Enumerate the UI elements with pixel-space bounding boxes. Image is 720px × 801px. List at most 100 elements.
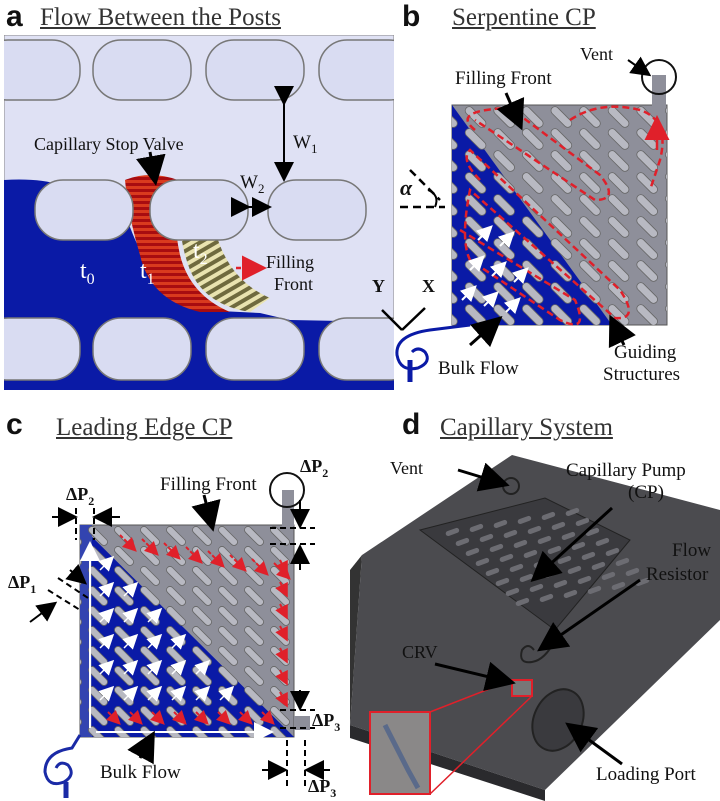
pump-post [479,533,494,542]
pump-post [541,511,556,520]
flow-arrow [497,231,515,249]
guiding-post [452,128,458,150]
guiding-post [218,666,238,686]
guiding-post [665,260,667,282]
filling-arrow [171,709,187,725]
guiding-post [452,282,458,304]
pump-post [485,567,500,576]
flow-arrow [122,607,139,624]
pump-post [517,515,532,524]
pump-post [489,543,504,552]
crv-label: CRV [402,642,438,662]
panel-title-b: Serpentine CP [452,4,596,31]
pump-post [445,527,460,536]
guiding-post [166,586,186,606]
axis-x-line [401,307,426,331]
flow-arrow [459,285,477,303]
guiding-post [452,238,458,260]
axis-y-label: Y [372,276,385,296]
stop-valve-arrow [136,151,166,186]
pump-post [493,519,508,528]
pump-post [465,547,480,556]
filling-arrow [237,709,253,725]
panel-title-d: Capillary System [440,414,613,441]
guiding-post [665,282,667,304]
pump-posts-d [445,507,650,606]
panel-title-c: Leading Edge CP [56,414,233,441]
guiding-post [579,150,601,172]
dp2-label-right: ΔP2 [300,456,328,480]
w2-label: W2 [240,172,264,196]
vent-circle-b [641,59,677,95]
filling-arrow [259,709,275,725]
filling-arrow [105,709,121,725]
pump-post [601,571,616,580]
filling-front-arrows-c [105,534,291,725]
vent-label-d: Vent [390,458,423,478]
guiding-post [522,194,544,216]
pump-post [503,529,518,538]
loading-port-label: Loading Port [596,764,696,785]
guiding-post [636,194,658,216]
guiding-arrow-b [608,314,636,349]
flow-arrow [146,659,163,676]
flow-arrow [98,555,115,572]
pump-post [475,557,490,566]
guiding-post [244,586,264,606]
t2-label: t2 [193,238,208,268]
guiding-post [665,150,667,172]
guiding-post [192,606,212,626]
filling-arrow [275,647,288,664]
guiding-post [607,238,630,260]
flow-arrow [98,659,115,676]
guiding-post [607,150,630,172]
guiding-post [452,304,458,325]
pump-post [567,565,582,574]
guiding-post [579,216,601,238]
pump-post [509,563,524,572]
pump-post [505,587,520,596]
resistor-label: Resistor [646,564,709,585]
filling-front-arrow-c [191,494,221,532]
guiding-post [607,260,630,282]
guiding-structures-b [452,106,667,325]
guiding-post [522,304,544,325]
flow-arrow [481,291,499,309]
guiding-post [550,128,573,150]
guiding-post [636,216,658,238]
pump-post [499,553,514,562]
flow-arrow [170,685,187,702]
pump-post [561,531,576,540]
vent-label-b: Vent [580,44,613,64]
pump-post [455,537,470,546]
pump-post [625,567,640,576]
pump-post [575,517,590,526]
guiding-post [636,304,658,325]
crv-highlight [511,679,533,697]
filling-arrow [207,550,225,568]
guiding-post [244,606,264,626]
guiding-post [244,646,264,666]
flow-arrow [122,581,139,598]
flow-arrow [489,261,507,279]
guiding-post [636,238,658,260]
guiding-post [579,304,601,325]
guiding-post [80,706,82,726]
guiding-post [550,194,573,216]
guiding-post [665,238,667,260]
guiding-post [244,666,264,686]
guiding-post [244,626,264,646]
pump-post [539,593,554,602]
t2-region [180,225,270,312]
guiding-post [80,586,82,606]
bulk-flow-label-b: Bulk Flow [438,358,519,379]
alpha-label: α [400,175,413,200]
flow-resistor-d [520,639,556,664]
guiding-post [166,606,186,626]
flow-arrow [146,607,163,624]
flow-arrow [194,659,211,676]
vent-channel-b [652,75,666,107]
flow-arrow [194,685,211,702]
pump-post [515,597,530,606]
guiding-post [579,172,601,194]
